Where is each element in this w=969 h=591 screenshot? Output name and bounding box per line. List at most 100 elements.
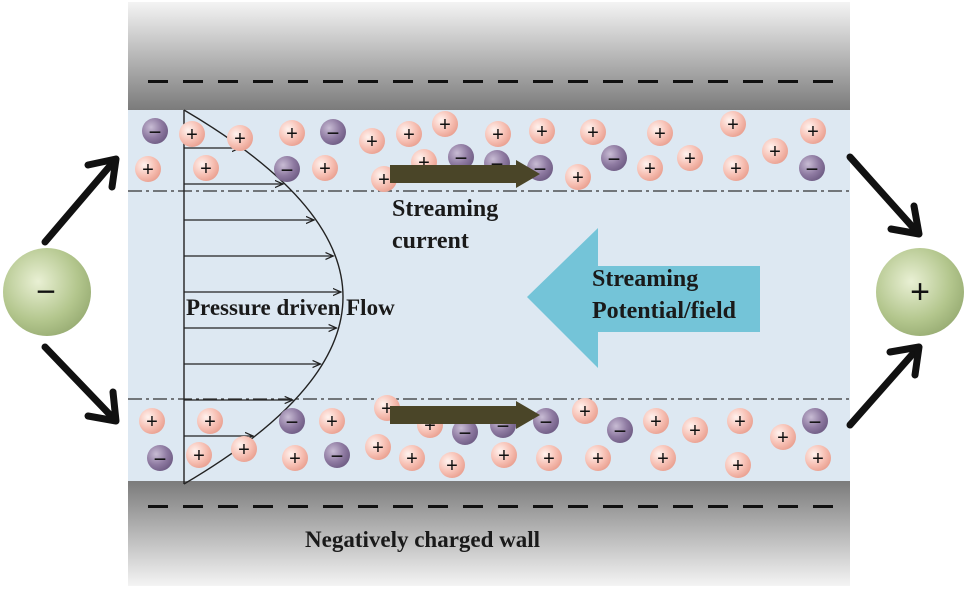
negative-ion-sign: − bbox=[809, 410, 822, 435]
negative-ion: − bbox=[607, 417, 633, 444]
positive-ion: + bbox=[282, 445, 308, 471]
wall-charge-dash bbox=[533, 80, 553, 83]
positive-ion: + bbox=[197, 408, 223, 434]
negative-ion: − bbox=[320, 119, 346, 146]
wall-charge-dash bbox=[253, 505, 273, 508]
positive-ion-sign: + bbox=[650, 411, 662, 433]
positive-ion: + bbox=[396, 121, 422, 147]
positive-ion-sign: + bbox=[319, 158, 331, 180]
positive-ion: + bbox=[565, 164, 591, 190]
wall-charge-dash bbox=[743, 80, 763, 83]
negative-ion-sign: − bbox=[331, 444, 344, 469]
streaming-current-arrow-top bbox=[390, 160, 540, 188]
wall-charge-dash bbox=[358, 505, 378, 508]
positive-ion: + bbox=[485, 121, 511, 147]
wall-charge-dash bbox=[498, 80, 518, 83]
positive-ion-sign: + bbox=[727, 114, 739, 136]
wall-charge-dash bbox=[358, 80, 378, 83]
positive-ion-sign: + bbox=[146, 411, 158, 433]
negative-ion-sign: − bbox=[149, 120, 162, 145]
wall-charge-dash bbox=[323, 80, 343, 83]
positive-ion: + bbox=[529, 118, 555, 144]
positive-ion: + bbox=[186, 442, 212, 468]
positive-ion-sign: + bbox=[543, 448, 555, 470]
wall-charge-dash bbox=[148, 80, 168, 83]
wall-charge-dash bbox=[463, 80, 483, 83]
positive-ion: + bbox=[805, 445, 831, 471]
wall-charge-dash bbox=[813, 80, 833, 83]
top-wall bbox=[128, 2, 850, 110]
positive-ion: + bbox=[682, 417, 708, 443]
negative-ion-sign: − bbox=[281, 158, 294, 183]
positive-ion-sign: + bbox=[657, 448, 669, 470]
positive-ion: + bbox=[650, 445, 676, 471]
positive-ion-sign: + bbox=[732, 455, 744, 477]
positive-ion: + bbox=[319, 408, 345, 434]
wall-charge-dash bbox=[183, 80, 203, 83]
positive-ion-sign: + bbox=[446, 455, 458, 477]
positive-ion-sign: + bbox=[689, 420, 701, 442]
negative-ion-sign: − bbox=[459, 421, 472, 446]
negative-ion-sign: − bbox=[455, 146, 468, 171]
wall-charge-dash bbox=[603, 505, 623, 508]
wall-charge-dash bbox=[568, 80, 588, 83]
arrow-top-right-to-terminal bbox=[846, 153, 923, 238]
positive-ion-sign: + bbox=[777, 427, 789, 449]
wall-charge-dash bbox=[288, 505, 308, 508]
streaming-current-arrow-bottom bbox=[390, 401, 540, 429]
label-pressure-driven-flow: Pressure driven Flow bbox=[186, 295, 395, 320]
bottom-wall bbox=[128, 481, 850, 586]
positive-ion: + bbox=[439, 452, 465, 478]
positive-ion-sign: + bbox=[238, 439, 250, 461]
negative-ion: − bbox=[452, 419, 478, 446]
label-streaming-current: Streaming current bbox=[392, 196, 504, 254]
wall-charge-dash bbox=[743, 505, 763, 508]
positive-ion-sign: + bbox=[406, 448, 418, 470]
positive-ion: + bbox=[135, 156, 161, 182]
positive-ion-sign: + bbox=[381, 398, 393, 420]
wall-charge-dash bbox=[393, 505, 413, 508]
positive-ion-sign: + bbox=[366, 131, 378, 153]
positive-ion: + bbox=[637, 155, 663, 181]
negative-ion-sign: − bbox=[286, 410, 299, 435]
positive-ion: + bbox=[572, 398, 598, 424]
negative-ion-sign: − bbox=[614, 419, 627, 444]
positive-ion-sign: + bbox=[730, 158, 742, 180]
negative-ion: − bbox=[274, 156, 300, 183]
wall-charge-dash bbox=[638, 505, 658, 508]
parabolic-profile-curve bbox=[183, 109, 344, 485]
arrow-to-bottom-left bbox=[41, 343, 120, 425]
positive-ion-sign: + bbox=[289, 448, 301, 470]
positive-ion: + bbox=[725, 452, 751, 478]
positive-ion: + bbox=[723, 155, 749, 181]
positive-ion: + bbox=[139, 408, 165, 434]
positive-ion: + bbox=[800, 118, 826, 144]
wall-charge-dash bbox=[708, 505, 728, 508]
negative-terminal-sign: − bbox=[36, 273, 56, 311]
positive-ion-sign: + bbox=[592, 448, 604, 470]
positive-ion: + bbox=[193, 155, 219, 181]
velocity-profile bbox=[183, 109, 344, 485]
positive-ion-sign: + bbox=[587, 122, 599, 144]
positive-ion: + bbox=[647, 120, 673, 146]
negative-ion: − bbox=[147, 445, 173, 472]
wall-charge-dash bbox=[813, 505, 833, 508]
negative-ion-sign: − bbox=[540, 410, 553, 435]
wall-charge-dash bbox=[708, 80, 728, 83]
positive-ion-sign: + bbox=[200, 158, 212, 180]
ion-layer: −+++−+++++++++++−+++−−−+−++++−++−+++−−−+… bbox=[135, 111, 831, 478]
positive-ion: + bbox=[677, 145, 703, 171]
positive-ion: + bbox=[720, 111, 746, 137]
label-streaming-potential: Streaming Potential/field bbox=[592, 266, 737, 324]
negative-ion: − bbox=[324, 442, 350, 469]
positive-ion-sign: + bbox=[326, 411, 338, 433]
positive-terminal: + bbox=[876, 248, 964, 336]
wall-charge-dash bbox=[673, 80, 693, 83]
positive-ion-sign: + bbox=[186, 124, 198, 146]
wall-charge-dash bbox=[778, 505, 798, 508]
wall-charge-dash bbox=[568, 505, 588, 508]
positive-ion-sign: + bbox=[378, 169, 390, 191]
positive-ion-sign: + bbox=[372, 437, 384, 459]
wall-charge-dash bbox=[148, 505, 168, 508]
